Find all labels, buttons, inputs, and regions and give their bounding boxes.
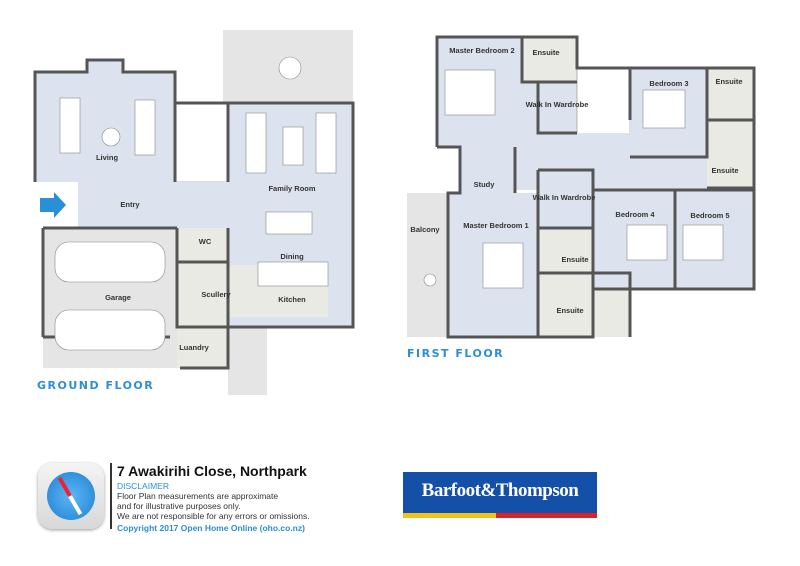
bed — [444, 69, 496, 116]
compass-icon — [38, 463, 104, 529]
disclaimer-line: We are not responsible for any errors or… — [117, 511, 310, 521]
footer: 7 Awakirihi Close, Northpark DISCLAIMER … — [0, 455, 800, 545]
label-walk-in-wardrobe-2: Walk In Wardrobe — [526, 100, 589, 109]
divider — [110, 463, 112, 529]
label-balcony: Balcony — [410, 225, 440, 234]
disclaimer-line: and for illustrative purposes only. — [117, 501, 241, 511]
room-balcony — [407, 193, 448, 337]
room-wc — [177, 228, 228, 262]
label-living: Living — [96, 153, 119, 162]
coffee-table — [282, 126, 304, 166]
sofa — [134, 99, 156, 156]
label-scullery: Scullery — [201, 290, 231, 299]
stairs — [174, 102, 229, 183]
label-master-bedroom-2: Master Bedroom 2 — [449, 46, 514, 55]
wall — [513, 37, 754, 337]
kitchen-island — [257, 261, 329, 287]
room-ensuite-mb1-a — [538, 228, 593, 273]
sofa — [245, 112, 267, 174]
label-ensuite-b5: Ensuite — [711, 166, 738, 175]
car — [54, 241, 166, 283]
copyright: Copyright 2017 Open Home Online (oho.co.… — [117, 523, 305, 533]
label-study: Study — [474, 180, 496, 189]
label-walk-in-wardrobe-1: Walk In Wardrobe — [533, 193, 596, 202]
label-master-bedroom-1: Master Bedroom 1 — [463, 221, 528, 230]
label-bedroom-4: Bedroom 4 — [615, 210, 655, 219]
agency-name: Barfoot&Thompson — [421, 480, 579, 501]
room-walk-in-wardrobe-2 — [538, 82, 577, 133]
label-laundry: Luandry — [179, 343, 209, 352]
room-ensuite-mb2 — [522, 37, 577, 82]
car — [54, 309, 166, 351]
wall — [33, 58, 177, 182]
label-bedroom-5: Bedroom 5 — [690, 211, 729, 220]
label-ensuite-mb1-a: Ensuite — [561, 255, 588, 264]
bed — [642, 89, 686, 129]
room-laundry — [177, 327, 228, 368]
label-garage: Garage — [105, 293, 131, 302]
first-floor-title: FIRST FLOOR — [407, 347, 504, 360]
room-walk-in-wardrobe-1 — [538, 170, 593, 228]
room-ensuite-b3 — [707, 68, 754, 120]
property-address: 7 Awakirihi Close, Northpark — [117, 463, 307, 479]
outdoor-table — [278, 56, 302, 80]
label-ensuite-mb1-b: Ensuite — [556, 306, 583, 315]
ground-floor-plan: Living Family Room Entry WC Dining Garag… — [33, 30, 355, 395]
first-floor-plan: Master Bedroom 2 Ensuite Walk In Wardrob… — [407, 35, 756, 360]
room-ensuite-b5 — [707, 120, 754, 190]
bed — [482, 242, 524, 289]
table — [101, 127, 121, 147]
dining-table — [265, 211, 313, 235]
sofa — [315, 112, 337, 174]
room-scullery — [177, 262, 228, 327]
patio-bottom — [228, 327, 267, 395]
label-family-room: Family Room — [268, 184, 315, 193]
entry-arrow-icon — [40, 192, 66, 218]
bed — [682, 224, 724, 261]
label-bedroom-3: Bedroom 3 — [649, 79, 688, 88]
sofa — [59, 97, 81, 154]
ground-floor-title: GROUND FLOOR — [37, 379, 154, 392]
agency-logo: Barfoot&Thompson — [403, 472, 597, 518]
label-ensuite-b3: Ensuite — [715, 77, 742, 86]
disclaimer-title: DISCLAIMER — [117, 481, 169, 491]
label-walk-in-wardrobe-2-text: Walk In Wardrobe — [526, 100, 589, 109]
label-wc: WC — [199, 237, 212, 246]
outdoor-table — [423, 273, 437, 287]
bed — [626, 224, 668, 261]
stairs — [576, 67, 631, 136]
label-kitchen: Kitchen — [278, 295, 306, 304]
label-ensuite-mb2: Ensuite — [532, 48, 559, 57]
disclaimer-line: Floor Plan measurements are approximate — [117, 491, 279, 501]
label-dining: Dining — [280, 252, 304, 261]
room-study — [460, 147, 515, 193]
wall — [175, 101, 355, 329]
label-entry: Entry — [120, 200, 140, 209]
living-bay — [87, 60, 123, 72]
